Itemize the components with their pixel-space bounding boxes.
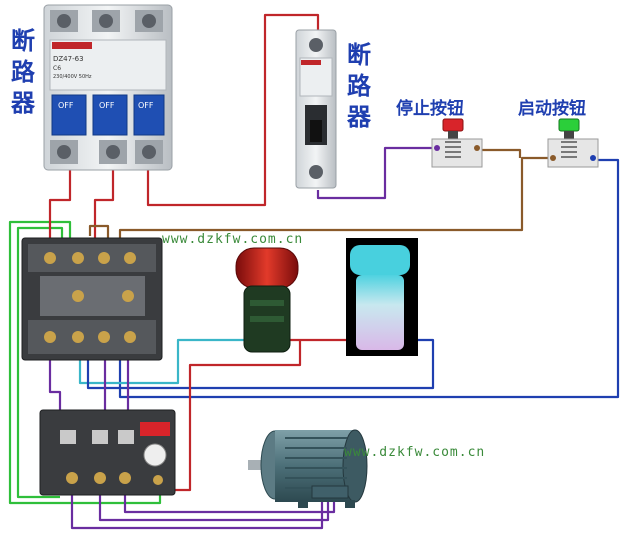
wire-brown-top [480,148,522,158]
toggle-off-1: OFF [58,101,74,110]
watermark-top: www.dzkfw.com.cn [162,232,304,247]
circuit-breaker-3p: DZ47-63 C6 230/400V 50Hz OFF OFF OFF [43,4,173,171]
toggle-off-3: OFF [138,101,154,110]
thermal-overload-relay [39,409,176,496]
wire-red-l1 [48,170,72,240]
wires [8,13,620,530]
start-push-button [547,118,599,168]
wire-green [8,220,162,505]
wire-red-l3 [146,13,320,207]
label-breaker-right: 断路器 [347,41,371,131]
blue-indicator-lamp [346,238,418,356]
wire-cyan [78,338,250,385]
label-breaker-left: 断路器 [11,27,35,117]
wire-purple-m1 [70,492,324,530]
wire-red-l2 [93,170,115,240]
wire-green-2 [16,226,64,499]
breaker-voltage: 230/400V 50Hz [53,74,92,80]
wire-purple-c1 [48,360,62,410]
wire-blue-right [118,158,620,399]
circuit-breaker-1p [295,29,337,189]
watermark-bottom: www.dzkfw.com.cn [344,445,486,460]
toggle-off-2: OFF [99,101,115,110]
wire-blue-lamp [86,338,435,390]
breaker-rating: C6 [53,65,61,72]
red-indicator-lamp [235,247,299,353]
ac-contactor [21,237,163,361]
label-stop-button: 停止按钮 [396,99,464,119]
stop-push-button [431,118,483,168]
wire-purple-stop [316,146,432,200]
wire-purple-m2 [98,492,330,522]
wire-brown-start [118,156,548,238]
breaker-brand: DZ47-63 [53,55,84,63]
label-start-button: 启动按钮 [518,99,586,119]
three-phase-motor [248,429,368,508]
wire-red-down [150,340,302,492]
wire-brown-stop [88,224,110,238]
